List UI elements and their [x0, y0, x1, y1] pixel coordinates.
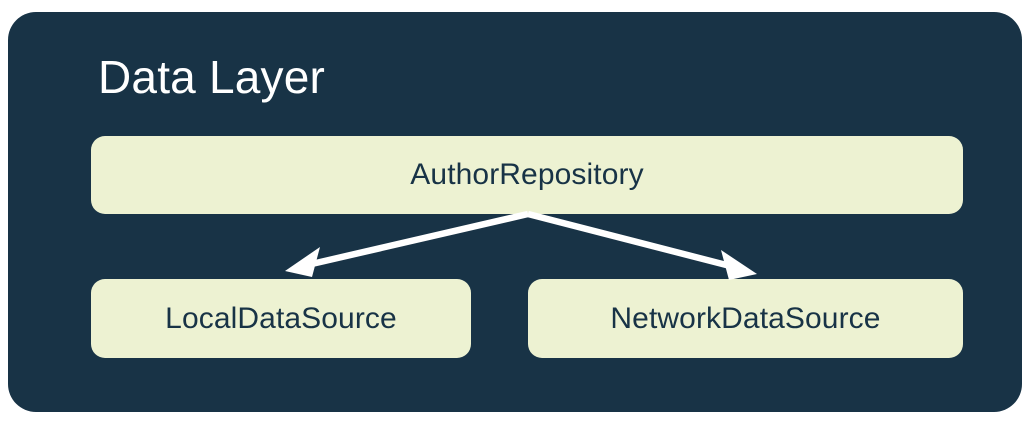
node-network-data-source[interactable]: NetworkDataSource: [528, 279, 963, 358]
node-author-repository[interactable]: AuthorRepository: [91, 136, 963, 214]
node-local-data-source-label: LocalDataSource: [165, 301, 397, 335]
layer-title: Data Layer: [98, 51, 326, 103]
node-network-data-source-label: NetworkDataSource: [610, 301, 881, 335]
node-local-data-source[interactable]: LocalDataSource: [91, 279, 471, 358]
node-author-repository-label: AuthorRepository: [410, 158, 644, 191]
